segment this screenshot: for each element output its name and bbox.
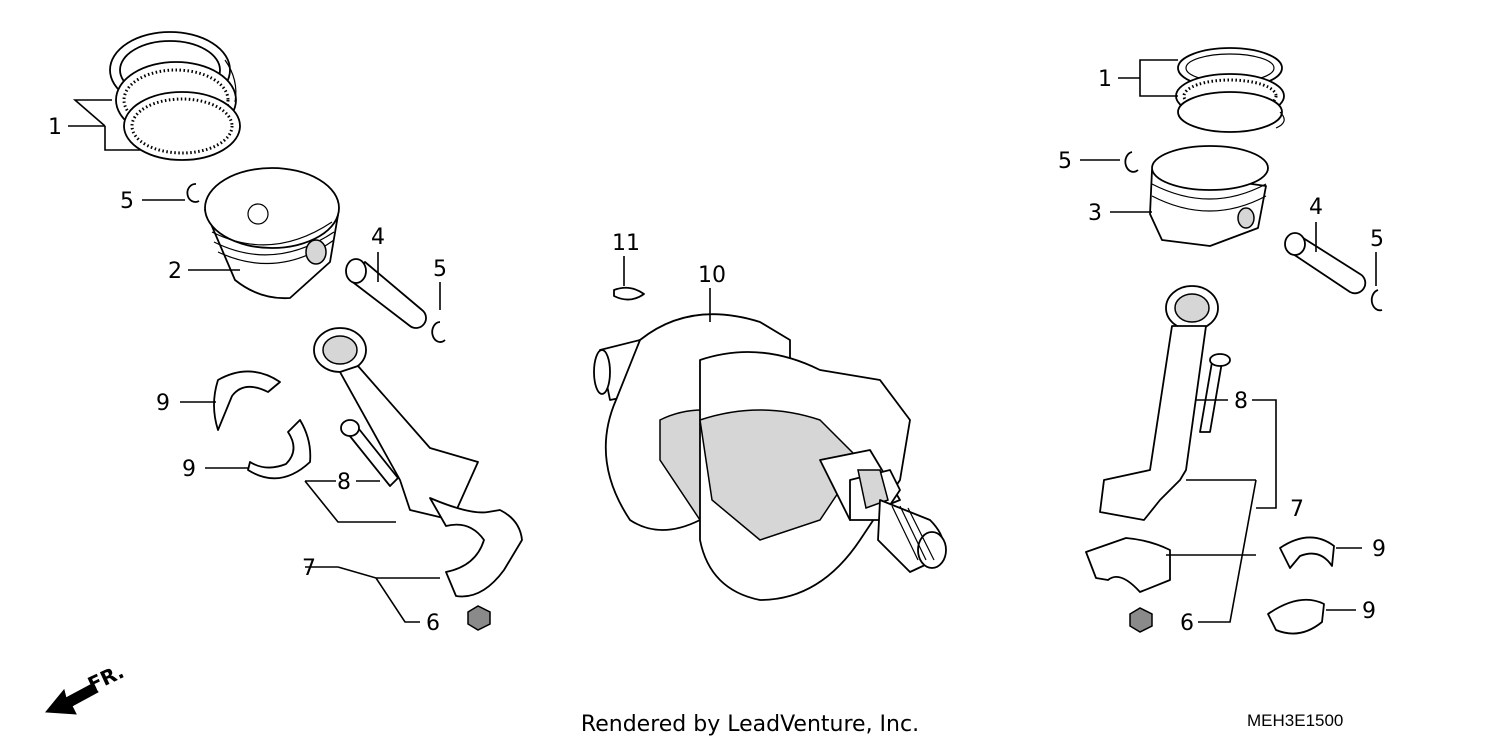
left-piston-rings[interactable] [109, 31, 241, 161]
center-woodruff-key[interactable] [613, 286, 645, 301]
callout-r-clip-top: 5 [1058, 149, 1072, 174]
right-rod-bolt[interactable] [1199, 353, 1231, 433]
callout-r-bearing-upper: 9 [1372, 537, 1386, 562]
callout-l-rings: 1 [48, 115, 62, 140]
callout-l-pin: 4 [371, 225, 385, 250]
callout-r-clip-pin: 5 [1370, 227, 1384, 252]
front-arrow-icon [44, 683, 99, 715]
right-piston[interactable] [1149, 145, 1269, 247]
left-rod-nut[interactable] [467, 605, 491, 631]
callout-l-nut: 6 [426, 611, 440, 636]
callout-r-piston: 3 [1088, 201, 1102, 226]
callout-l-piston: 2 [168, 259, 182, 284]
front-direction-arrow: FR. [44, 659, 128, 715]
right-connecting-rod[interactable] [1085, 285, 1219, 593]
left-leaders [68, 99, 441, 623]
callout-r-bearing-lower: 9 [1362, 599, 1376, 624]
right-leaders [1080, 59, 1377, 623]
front-label: FR. [84, 659, 128, 696]
center-crankshaft[interactable] [593, 313, 947, 601]
callout-r-rings: 1 [1098, 67, 1112, 92]
callout-l-bearing-upper: 9 [156, 391, 170, 416]
callout-l-bearing-lower: 9 [182, 457, 196, 482]
left-connecting-rod[interactable] [313, 327, 523, 598]
right-piston-rings[interactable] [1175, 47, 1285, 133]
callout-l-clip-pin: 5 [433, 257, 447, 282]
right-piston-pin[interactable] [1284, 232, 1367, 295]
callout-l-clip-top: 5 [120, 189, 134, 214]
callout-r-bolt: 8 [1234, 389, 1248, 414]
diagram-code: MEH3E1500 [1247, 711, 1344, 730]
left-piston[interactable] [204, 167, 340, 300]
callout-r-rod: 7 [1290, 497, 1304, 522]
left-rod-bolt[interactable] [340, 419, 399, 487]
right-bearing-upper[interactable] [1279, 536, 1335, 569]
callout-r-pin: 4 [1309, 195, 1323, 220]
right-rod-nut[interactable] [1129, 607, 1153, 633]
callout-l-bolt: 8 [337, 470, 351, 495]
center-leaders [623, 256, 711, 322]
callout-r-nut: 6 [1180, 611, 1194, 636]
callout-c-crank: 10 [698, 263, 726, 288]
left-bearing-lower[interactable] [247, 419, 312, 480]
callout-c-key: 11 [612, 231, 640, 256]
left-piston-pin[interactable] [345, 258, 427, 329]
callout-l-rod: 7 [302, 556, 316, 581]
left-piston-clip-upper[interactable] [186, 183, 200, 203]
right-piston-clip-lower[interactable] [1370, 289, 1383, 312]
right-piston-clip-upper[interactable] [1124, 151, 1139, 173]
left-bearing-upper[interactable] [213, 370, 281, 431]
rendered-by-credit: Rendered by LeadVenture, Inc. [580, 712, 920, 737]
callout-numbers: 1 5 2 4 5 9 9 8 7 6 11 10 1 5 3 4 5 8 7 … [48, 67, 1386, 636]
left-piston-clip-lower[interactable] [431, 321, 446, 343]
right-bearing-lower[interactable] [1267, 598, 1325, 635]
